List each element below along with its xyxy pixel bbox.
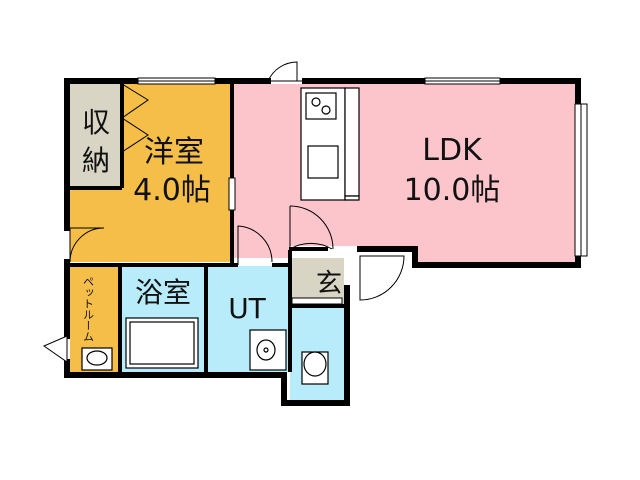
entrance-label: 玄 — [316, 269, 342, 299]
ldk-size-label: 10.0帖 — [404, 173, 501, 208]
closet-label-bottom: 納 — [82, 144, 110, 177]
western-room-door — [69, 227, 105, 263]
western-room-size-label: 4.0帖 — [133, 173, 211, 208]
top-window-right — [424, 77, 501, 85]
ldk-door — [289, 205, 334, 250]
washbasin — [249, 329, 287, 371]
interior-walls — [70, 84, 347, 372]
kitchen-counter — [300, 87, 360, 201]
closet-label-top: 収 — [82, 106, 110, 139]
utility-label: UT — [228, 292, 266, 325]
ldk-name-label: LDK — [422, 133, 483, 168]
east-window — [574, 103, 588, 257]
pet-room-label: ペットルーム — [82, 276, 95, 342]
balcony-door-arc — [267, 61, 305, 82]
closet-door — [121, 83, 149, 153]
pet-room-toilet — [81, 347, 113, 371]
top-window-left — [137, 77, 216, 85]
pet-room-door — [42, 335, 68, 363]
walls — [64, 78, 581, 406]
toilet — [301, 351, 329, 385]
front-door — [359, 255, 405, 301]
closet-floor — [70, 84, 122, 188]
toilet-door — [291, 297, 343, 305]
utility-door — [237, 225, 273, 265]
western-room-name-label: 洋室 — [144, 135, 204, 170]
bathroom-label: 浴室 — [135, 276, 191, 309]
bathtub — [125, 317, 199, 369]
western-sliding-door — [228, 177, 236, 211]
